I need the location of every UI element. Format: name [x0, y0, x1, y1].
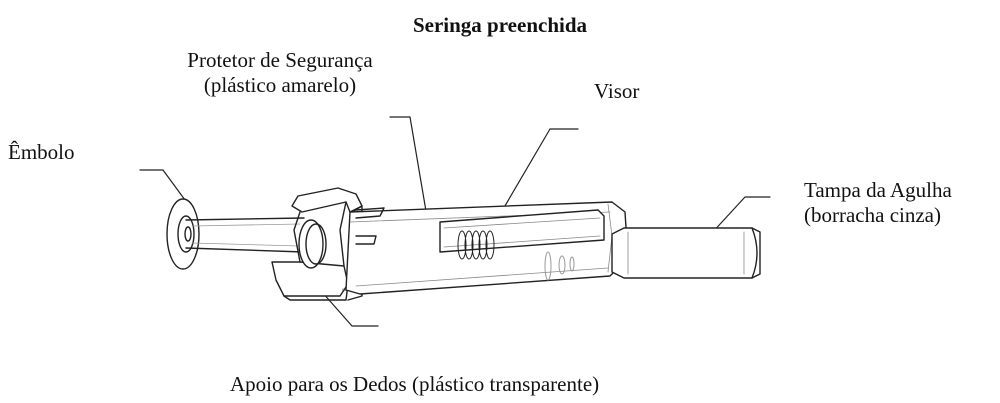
svg-text:ID: ID	[342, 287, 346, 292]
safety-guard-label-line2: (plástico amarelo)	[203, 73, 357, 97]
window-label: Visor	[594, 79, 640, 103]
finger-grip-label: Apoio para os Dedos (plástico transparen…	[230, 372, 600, 396]
stopper-rings	[457, 230, 575, 281]
leader-safety-guard	[389, 116, 428, 218]
leader-finger-grip	[321, 291, 379, 327]
safety-guard-label: Protetor de Segurança (plástico amarelo)	[160, 48, 400, 98]
plunger-flange	[166, 198, 200, 270]
needle-cap-label-line1: Tampa da Agulha	[804, 178, 952, 202]
needle-cap-label: Tampa da Agulha (borracha cinza)	[804, 178, 952, 228]
plunger-rod	[185, 217, 305, 253]
finger-grip: ID	[271, 187, 363, 301]
diagram-title: Seringa preenchida	[412, 13, 588, 37]
plunger-label: Êmbolo	[8, 140, 75, 164]
leader-plunger	[139, 169, 186, 201]
needle-cap	[611, 227, 761, 279]
viewing-window	[439, 209, 605, 253]
leader-window	[484, 128, 579, 241]
safety-guard-label-line1: Protetor de Segurança	[187, 48, 373, 72]
needle-cap-label-line2: (borracha cinza)	[804, 203, 941, 227]
leader-lines	[139, 116, 771, 327]
leader-needle-cap	[709, 196, 771, 236]
